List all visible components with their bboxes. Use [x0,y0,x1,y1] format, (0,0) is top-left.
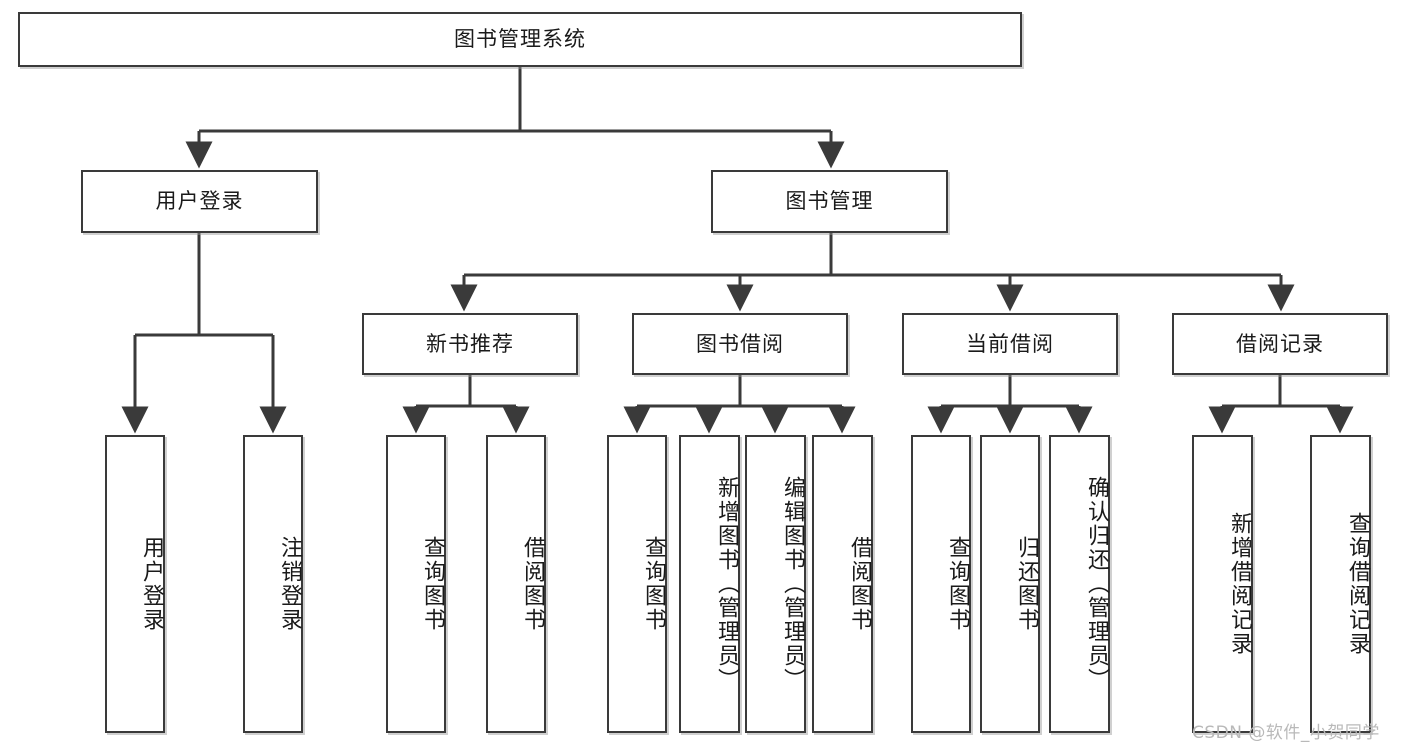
node-leaf-return-book-label: 归还图书 [1014,536,1039,632]
node-user-login[interactable]: 用户登录 [81,170,318,233]
node-user-login-label: 用户登录 [155,189,244,214]
node-leaf-user-logout-label: 注销登录 [277,536,302,632]
node-leaf-confirm-return[interactable]: 确认归还（管理员） [1049,435,1110,733]
node-leaf-user-logout[interactable]: 注销登录 [243,435,303,733]
node-leaf-edit-book-label: 编辑图书（管理员） [780,476,805,692]
node-leaf-edit-book[interactable]: 编辑图书（管理员） [745,435,806,733]
node-leaf-query-book-rec[interactable]: 查询图书 [386,435,446,733]
node-leaf-query-book-current-label: 查询图书 [945,536,970,632]
node-leaf-query-book-borrow[interactable]: 查询图书 [607,435,667,733]
node-leaf-add-book-label: 新增图书（管理员） [714,476,739,692]
node-leaf-add-record-label: 新增借阅记录 [1227,512,1252,656]
node-leaf-user-login-label: 用户登录 [139,536,164,632]
node-leaf-add-record[interactable]: 新增借阅记录 [1192,435,1253,733]
node-current-borrow[interactable]: 当前借阅 [902,313,1118,375]
csdn-watermark: CSDN @软件_小贺同学 [1192,723,1380,743]
node-leaf-return-book[interactable]: 归还图书 [980,435,1040,733]
node-leaf-query-record-label: 查询借阅记录 [1345,512,1370,656]
node-borrow-record[interactable]: 借阅记录 [1172,313,1388,375]
node-root-label: 图书管理系统 [454,27,586,52]
node-book-borrow-label: 图书借阅 [696,331,784,356]
node-leaf-add-book[interactable]: 新增图书（管理员） [679,435,740,733]
node-leaf-query-record[interactable]: 查询借阅记录 [1310,435,1371,733]
node-leaf-borrow-book-label: 借阅图书 [847,536,872,632]
node-leaf-borrow-book-rec[interactable]: 借阅图书 [486,435,546,733]
node-leaf-user-login[interactable]: 用户登录 [105,435,165,733]
node-book-borrow[interactable]: 图书借阅 [632,313,848,375]
node-leaf-borrow-book-rec-label: 借阅图书 [520,536,545,632]
node-leaf-query-book-borrow-label: 查询图书 [641,536,666,632]
node-leaf-query-book-rec-label: 查询图书 [420,536,445,632]
node-leaf-confirm-return-label: 确认归还（管理员） [1084,476,1109,692]
node-new-book-recommend[interactable]: 新书推荐 [362,313,578,375]
node-book-manage-label: 图书管理 [785,189,874,214]
node-leaf-query-book-current[interactable]: 查询图书 [911,435,971,733]
node-book-manage[interactable]: 图书管理 [711,170,948,233]
node-current-borrow-label: 当前借阅 [966,331,1054,356]
node-new-book-recommend-label: 新书推荐 [426,331,514,356]
node-borrow-record-label: 借阅记录 [1236,331,1324,356]
node-leaf-borrow-book[interactable]: 借阅图书 [812,435,873,733]
node-root[interactable]: 图书管理系统 [18,12,1022,67]
